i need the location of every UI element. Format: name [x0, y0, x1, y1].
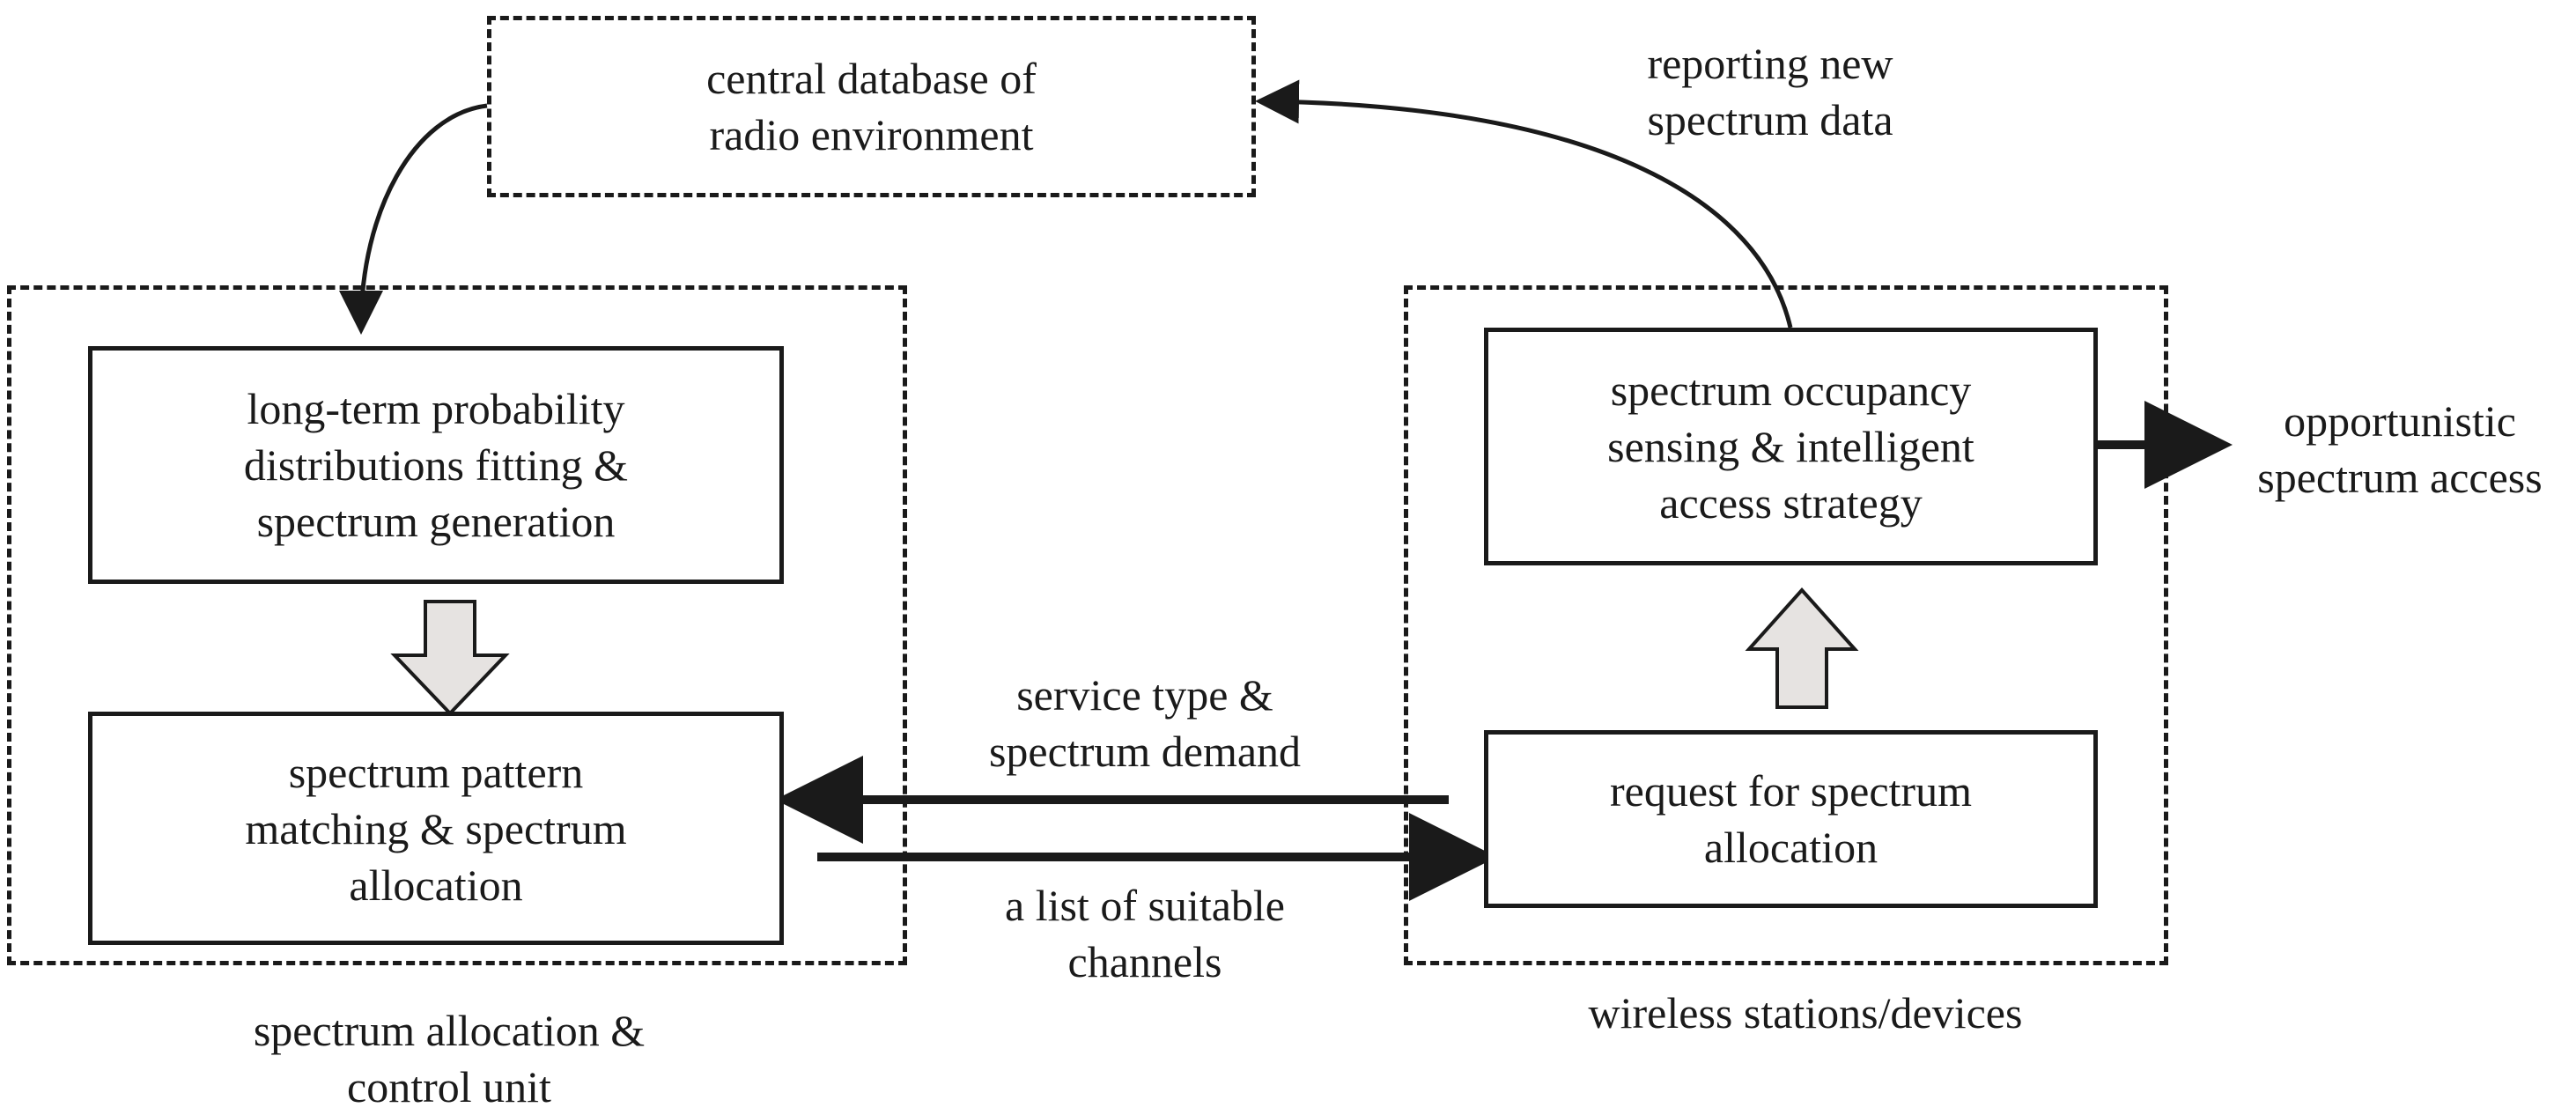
central-database-box: central database of radio environment — [487, 16, 1256, 197]
matching-line-3: allocation — [349, 860, 523, 910]
matching-line-1: spectrum pattern — [288, 747, 584, 797]
occupancy-sensing-box: spectrum occupancy sensing & intelligent… — [1484, 328, 2098, 565]
channels-line-2: channels — [1067, 937, 1222, 986]
sensing-line-3: access strategy — [1659, 478, 1923, 528]
distribution-fitting-box: long-term probability distributions fitt… — [88, 346, 784, 584]
demand-line-2: spectrum demand — [988, 727, 1302, 776]
fitting-line-2: distributions fitting & — [243, 440, 629, 490]
request-line-1: request for spectrum — [1610, 766, 1972, 816]
database-line-2: radio environment — [709, 110, 1034, 159]
matching-line-2: matching & spectrum — [245, 803, 627, 853]
reporting-label: reporting new spectrum data — [1568, 35, 1973, 148]
hollow-arrow-fitting-to-matching — [390, 600, 510, 716]
demand-line-1: service type & — [1016, 670, 1273, 720]
sensing-line-2: sensing & intelligent — [1607, 422, 1974, 471]
allocation-request-box: request for spectrum allocation — [1484, 730, 2098, 908]
request-line-2: allocation — [1703, 823, 1878, 872]
control-unit-group — [7, 285, 907, 965]
fitting-line-3: spectrum generation — [256, 497, 616, 546]
reporting-line-1: reporting new — [1647, 39, 1893, 88]
control-unit-caption: spectrum allocation & control unit — [176, 1002, 722, 1115]
control-caption-line-2: control unit — [347, 1062, 551, 1111]
arrow-reporting-to-database — [1255, 79, 1793, 329]
channels-line-1: a list of suitable — [1005, 881, 1285, 930]
sensing-line-1: spectrum occupancy — [1610, 366, 1972, 415]
wireless-caption-line: wireless stations/devices — [1588, 988, 2023, 1037]
control-caption-line-1: spectrum allocation & — [253, 1006, 646, 1055]
channels-label: a list of suitable channels — [916, 877, 1374, 990]
reporting-line-2: spectrum data — [1647, 95, 1893, 144]
demand-label: service type & spectrum demand — [916, 667, 1374, 779]
arrow-database-to-fitting — [339, 103, 488, 335]
hollow-arrow-request-to-sensing — [1745, 587, 1859, 709]
access-line-2: spectrum access — [2257, 453, 2543, 502]
access-line-1: opportunistic — [2284, 396, 2516, 446]
access-label: opportunistic spectrum access — [2228, 393, 2572, 506]
wireless-stations-group — [1404, 285, 2168, 965]
pattern-matching-box: spectrum pattern matching & spectrum all… — [88, 712, 784, 945]
database-line-1: central database of — [706, 54, 1037, 103]
wireless-stations-caption: wireless stations/devices — [1497, 985, 2114, 1041]
fitting-line-1: long-term probability — [247, 384, 625, 433]
